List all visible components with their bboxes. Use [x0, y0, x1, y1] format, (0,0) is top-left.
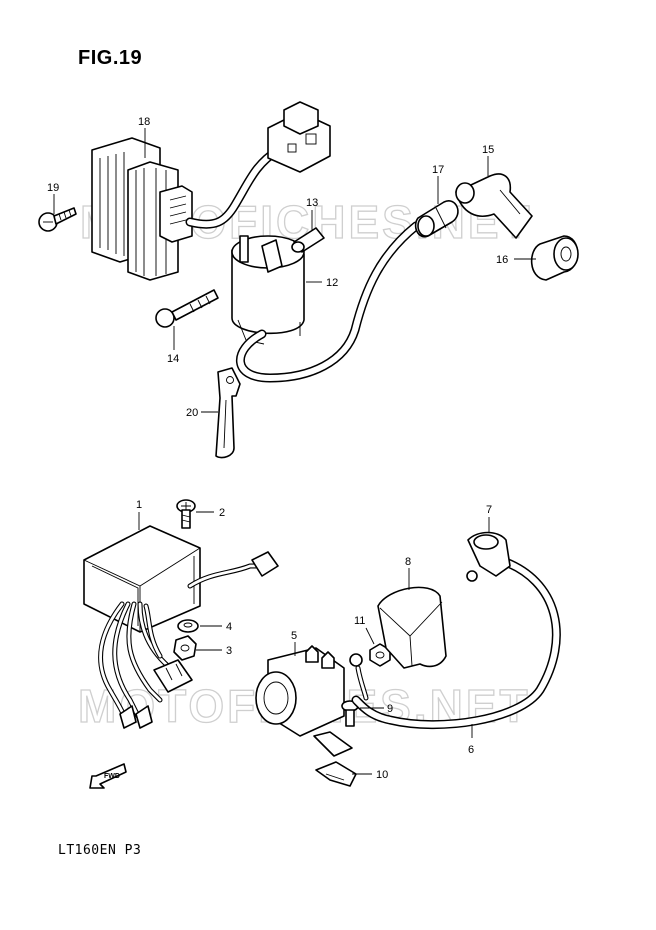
callout-9: 9 [387, 703, 393, 715]
callout-16: 16 [496, 254, 508, 266]
relay-cover-8 [377, 586, 447, 669]
callout-1: 1 [136, 499, 142, 511]
callout-17: 17 [432, 164, 444, 176]
screw-2 [176, 499, 196, 529]
starter-cable [351, 555, 561, 730]
callout-6: 6 [468, 744, 474, 756]
ht-lead [236, 221, 421, 383]
washer-4 [177, 619, 199, 633]
ignition-coil [231, 235, 305, 345]
cable-boot-7 [466, 531, 511, 582]
callout-2: 2 [219, 507, 225, 519]
callout-12: 12 [326, 277, 338, 289]
callout-10: 10 [376, 769, 388, 781]
callout-20: 20 [186, 407, 198, 419]
regulator-harness [185, 101, 331, 229]
regulator-rectifier [91, 137, 193, 281]
callout-4: 4 [226, 621, 232, 633]
callout-19: 19 [47, 182, 59, 194]
callout-5: 5 [291, 630, 297, 642]
callout-numbers: 18 19 13 12 14 17 15 16 20 1 2 4 3 5 6 7… [47, 116, 508, 781]
fwd-label: FWD [104, 773, 120, 780]
figure-title: FIG.19 [78, 47, 143, 69]
bracket-20 [215, 367, 241, 459]
model-code: LT160EN P3 [58, 843, 142, 858]
boot-17 [414, 200, 459, 238]
callout-8: 8 [405, 556, 411, 568]
battery-lead-terminal [349, 653, 369, 701]
ring-16 [530, 235, 579, 281]
nut-11 [369, 643, 391, 667]
callout-13: 13 [306, 197, 318, 209]
callout-15: 15 [482, 144, 494, 156]
callout-18: 18 [138, 116, 150, 128]
cdi-wires [98, 551, 279, 729]
starter-relay [255, 645, 353, 757]
callout-11: 11 [354, 615, 365, 627]
plug-cap-15 [455, 173, 533, 239]
cdi-unit [83, 525, 201, 633]
callout-3: 3 [226, 645, 232, 657]
callout-leaders [53, 128, 536, 775]
bolt-14 [155, 289, 219, 328]
sleeve-13 [291, 227, 325, 253]
bolt-19 [38, 207, 77, 232]
clip-10 [315, 761, 357, 787]
callout-14: 14 [167, 353, 179, 365]
fwd-arrow: FWD [89, 763, 127, 789]
nut-3 [173, 635, 197, 661]
callout-7: 7 [486, 504, 492, 516]
